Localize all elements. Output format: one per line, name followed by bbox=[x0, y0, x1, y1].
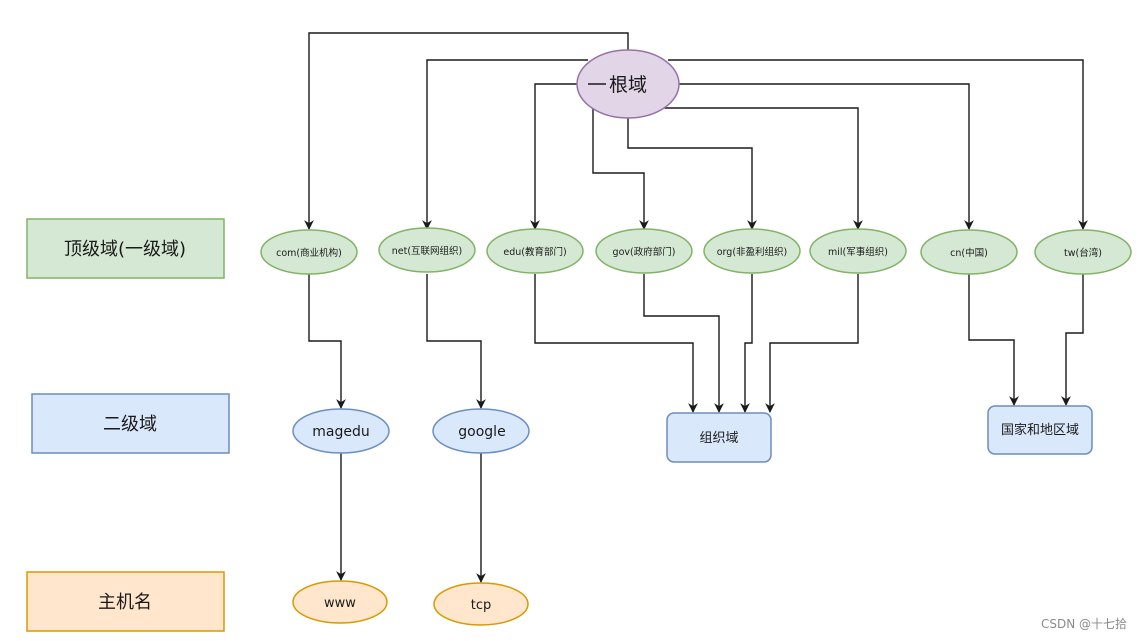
tld-label: edu(教育部门) bbox=[503, 246, 566, 258]
legend-host-label: 主机名 bbox=[98, 592, 152, 613]
tld-node-tw[interactable]: tw(台湾) bbox=[1034, 229, 1132, 275]
second-level-label: magedu bbox=[312, 424, 369, 440]
edge-root-net bbox=[422, 59, 588, 230]
edge-tw-country-domain bbox=[1061, 274, 1084, 406]
tld-label: gov(政府部门) bbox=[613, 246, 676, 258]
legend-tld-label: 顶级域(一级域) bbox=[64, 239, 186, 260]
group-label: 组织域 bbox=[699, 431, 738, 446]
host-node-www[interactable]: www bbox=[292, 580, 388, 624]
edge-gov-org-domain bbox=[643, 274, 724, 413]
second-level-label: google bbox=[458, 424, 505, 440]
edge-org-org-domain bbox=[740, 274, 753, 413]
second-level-node-google[interactable]: google bbox=[432, 408, 530, 454]
edge-root-cn bbox=[679, 83, 974, 230]
host-label: tcp bbox=[471, 598, 492, 613]
tld-label: org(非盈利组织) bbox=[717, 246, 788, 258]
tld-node-gov[interactable]: gov(政府部门) bbox=[595, 228, 693, 274]
watermark: CSDN @十七拾 bbox=[1041, 616, 1127, 631]
legend-second-level-label: 二级域 bbox=[103, 414, 157, 435]
legend-tld: 顶级域(一级域) bbox=[26, 218, 225, 279]
group-label: 国家和地区域 bbox=[1001, 422, 1079, 438]
edge-mil-org-domain bbox=[765, 274, 859, 413]
tld-label: cn(中国) bbox=[950, 247, 988, 259]
root-node[interactable]: 根域 bbox=[576, 49, 680, 119]
tld-label: tw(台湾) bbox=[1064, 247, 1102, 259]
tld-node-com[interactable]: com(商业机构) bbox=[260, 229, 358, 275]
root-label: 根域 bbox=[609, 74, 647, 96]
tld-node-cn[interactable]: cn(中国) bbox=[920, 229, 1018, 275]
tld-label: com(商业机构) bbox=[276, 247, 342, 259]
legend-host: 主机名 bbox=[26, 571, 225, 632]
tld-node-mil[interactable]: mil(军事组织) bbox=[809, 228, 907, 274]
host-label: www bbox=[324, 596, 356, 611]
edge-com-magedu bbox=[308, 274, 346, 409]
edges bbox=[304, 32, 1088, 583]
tld-node-org[interactable]: org(非盈利组织) bbox=[703, 228, 801, 274]
second-level-node-magedu[interactable]: magedu bbox=[292, 408, 390, 454]
tld-node-edu[interactable]: edu(教育部门) bbox=[486, 228, 584, 274]
edge-net-google bbox=[426, 274, 486, 409]
tld-label: mil(军事组织) bbox=[828, 246, 888, 258]
host-node-tcp[interactable]: tcp bbox=[433, 582, 529, 626]
edge-root-gov bbox=[592, 108, 649, 230]
edge-root-tw bbox=[668, 59, 1088, 230]
edge-root-mil bbox=[660, 107, 863, 230]
legend-second-level: 二级域 bbox=[31, 393, 230, 454]
edge-root-org bbox=[627, 118, 757, 230]
group-org-domain[interactable]: 组织域 bbox=[666, 412, 772, 463]
tld-node-net[interactable]: net(互联网组织) bbox=[378, 227, 476, 273]
edge-cn-country-domain bbox=[968, 274, 1019, 406]
group-country-domain[interactable]: 国家和地区域 bbox=[987, 405, 1093, 455]
edge-root-com bbox=[304, 32, 629, 230]
tld-label: net(互联网组织) bbox=[392, 245, 463, 257]
edge-edu-org-domain bbox=[534, 274, 698, 413]
